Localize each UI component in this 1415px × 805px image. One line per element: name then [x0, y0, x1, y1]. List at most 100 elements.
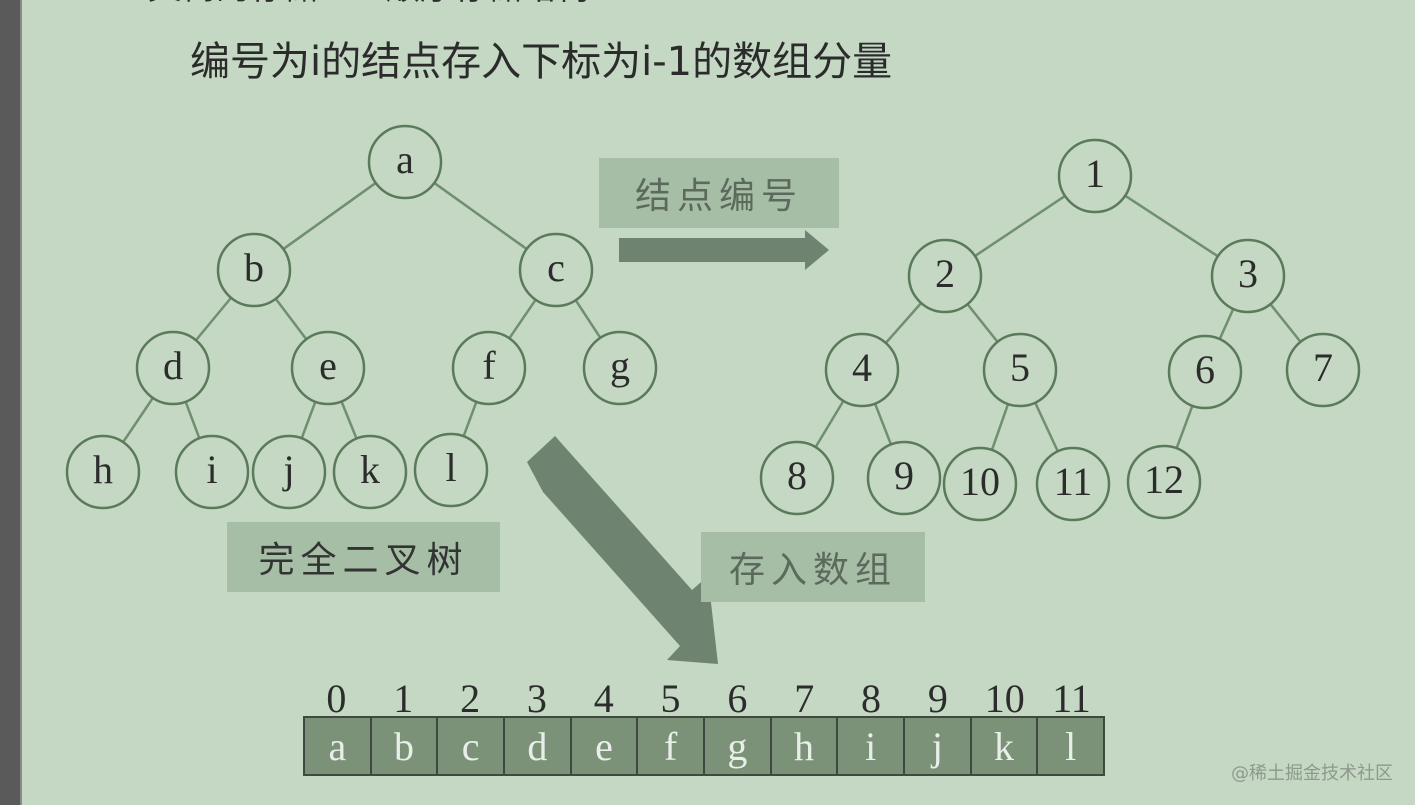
letter-tree-edge-a-b	[282, 181, 377, 251]
number-tree-node-label: 7	[1313, 345, 1333, 390]
number-tree-node-12: 12	[1126, 444, 1202, 520]
number-tree-node-circle	[1126, 444, 1202, 520]
array-index: 8	[861, 675, 882, 721]
array-cell: b	[372, 718, 439, 774]
complete-tree-label: 完全二叉树	[227, 522, 500, 592]
array-index: 7	[794, 675, 815, 721]
letter-tree-node-i: i	[174, 434, 250, 510]
array-index: 0	[326, 675, 347, 721]
number-tree-node-circle	[982, 332, 1058, 408]
number-tree-node-2: 2	[907, 238, 983, 314]
letter-tree-node-label: a	[396, 137, 414, 182]
letter-tree-node-circle	[251, 434, 327, 510]
number-tree-node-label: 2	[935, 251, 955, 296]
letter-tree-node-circle	[451, 330, 527, 406]
letter-tree-node-label: c	[547, 245, 565, 290]
letter-tree-edge-d-i	[184, 401, 201, 439]
number-tree-node-label: 11	[1054, 459, 1093, 504]
number-tree-node-label: 8	[787, 453, 807, 498]
letter-tree-node-c: c	[518, 232, 594, 308]
number-tree-node-circle	[1035, 446, 1111, 522]
watermark: @稀土掘金技术社区	[1231, 763, 1393, 784]
number-tree-edge-2-4	[884, 302, 923, 344]
number-tree-edge-6-12	[1175, 405, 1194, 449]
letter-tree-node-circle	[367, 124, 443, 200]
letter-tree-edge-c-f	[508, 299, 537, 339]
array-cell: e	[572, 718, 639, 774]
number-tree-node-label: 5	[1010, 345, 1030, 390]
letter-tree-node-label: d	[163, 343, 183, 388]
left-edge-bar	[0, 0, 20, 805]
letter-tree-node-label: i	[206, 447, 217, 492]
number-tree-edge-1-3	[1124, 194, 1219, 258]
letter-tree-node-label: g	[610, 343, 630, 388]
number-tree-node-circle	[1210, 238, 1286, 314]
right-arrow-icon	[619, 230, 829, 270]
array-cell: l	[1065, 723, 1077, 769]
number-tree-node-circle	[1285, 332, 1361, 408]
number-tree-node-label: 6	[1195, 347, 1215, 392]
letter-tree-node-b: b	[216, 232, 292, 308]
letter-tree-node-circle	[174, 434, 250, 510]
letter-tree-node-circle	[135, 330, 211, 406]
array-cell: c	[438, 718, 506, 774]
letter-tree-node-label: f	[482, 343, 496, 388]
letter-tree-node-j: j	[251, 434, 327, 510]
letter-tree-edge-e-j	[300, 401, 317, 439]
numbering-label: 结点编号	[599, 158, 839, 228]
letter-tree-node-circle	[413, 432, 489, 508]
letter-tree-node-d: d	[135, 330, 211, 406]
array-index: 3	[526, 675, 547, 721]
array-cell: d	[505, 718, 572, 774]
letter-tree-edge-c-g	[574, 299, 602, 339]
letter-tree-node-label: j	[281, 447, 294, 492]
array-cell: h	[772, 718, 839, 774]
heading-text: 二叉树的存储——顺序存储结构	[114, 0, 590, 8]
subtitle: 编号为i的结点存入下标为i-1的数组分量	[190, 39, 893, 85]
array-cell: i	[838, 718, 906, 774]
array-cell: j	[905, 718, 972, 774]
letter-tree-edge-f-l	[462, 401, 478, 437]
letter-tree-edge-a-c	[433, 181, 528, 251]
letter-tree-node-label: e	[319, 343, 337, 388]
array-cell: g	[705, 718, 772, 774]
letter-tree-node-l: l	[413, 432, 489, 508]
letter-tree-node-circle	[518, 232, 594, 308]
store-array-label: 存入数组	[701, 532, 925, 602]
left-edge-line	[20, 0, 22, 805]
number-tree-node-8: 8	[759, 440, 835, 516]
letter-tree-node-g: g	[582, 330, 658, 406]
number-tree-edge-4-8	[814, 400, 845, 448]
letter-tree-node-e: e	[290, 330, 366, 406]
array-index: 2	[460, 675, 481, 721]
number-tree-edge-2-5	[966, 303, 999, 343]
number-tree-node-5: 5	[982, 332, 1058, 408]
number-tree-edge-1-2	[974, 194, 1066, 258]
array-cell: a	[305, 718, 372, 774]
number-tree-node-6: 6	[1167, 334, 1243, 410]
array-index: 10	[984, 675, 1025, 721]
arrows	[527, 230, 829, 664]
letter-tree-node-a: a	[367, 124, 443, 200]
letter-tree-node-circle	[582, 330, 658, 406]
letter-tree-node-label: l	[445, 445, 456, 490]
number-tree-node-circle	[866, 440, 942, 516]
letter-tree-node-h: h	[65, 434, 141, 510]
number-tree-edge-5-11	[1034, 402, 1059, 452]
slide-heading: 二叉树的存储——顺序存储结构	[72, 0, 590, 8]
number-tree-edge-3-7	[1269, 303, 1302, 343]
number-tree-node-10: 10	[942, 446, 1018, 522]
number-tree-node-circle	[824, 332, 900, 408]
array-index: 5	[660, 675, 681, 721]
letter-tree-edge-d-h	[122, 397, 154, 443]
array-index: 4	[593, 675, 614, 721]
number-tree-edge-5-10	[990, 403, 1010, 451]
tree-edges	[122, 181, 1302, 452]
number-tree-node-7: 7	[1285, 332, 1361, 408]
array-cell: k	[972, 718, 1039, 774]
array-index: 9	[927, 675, 948, 721]
number-tree-node-circle	[759, 440, 835, 516]
letter-tree-node-circle	[216, 232, 292, 308]
